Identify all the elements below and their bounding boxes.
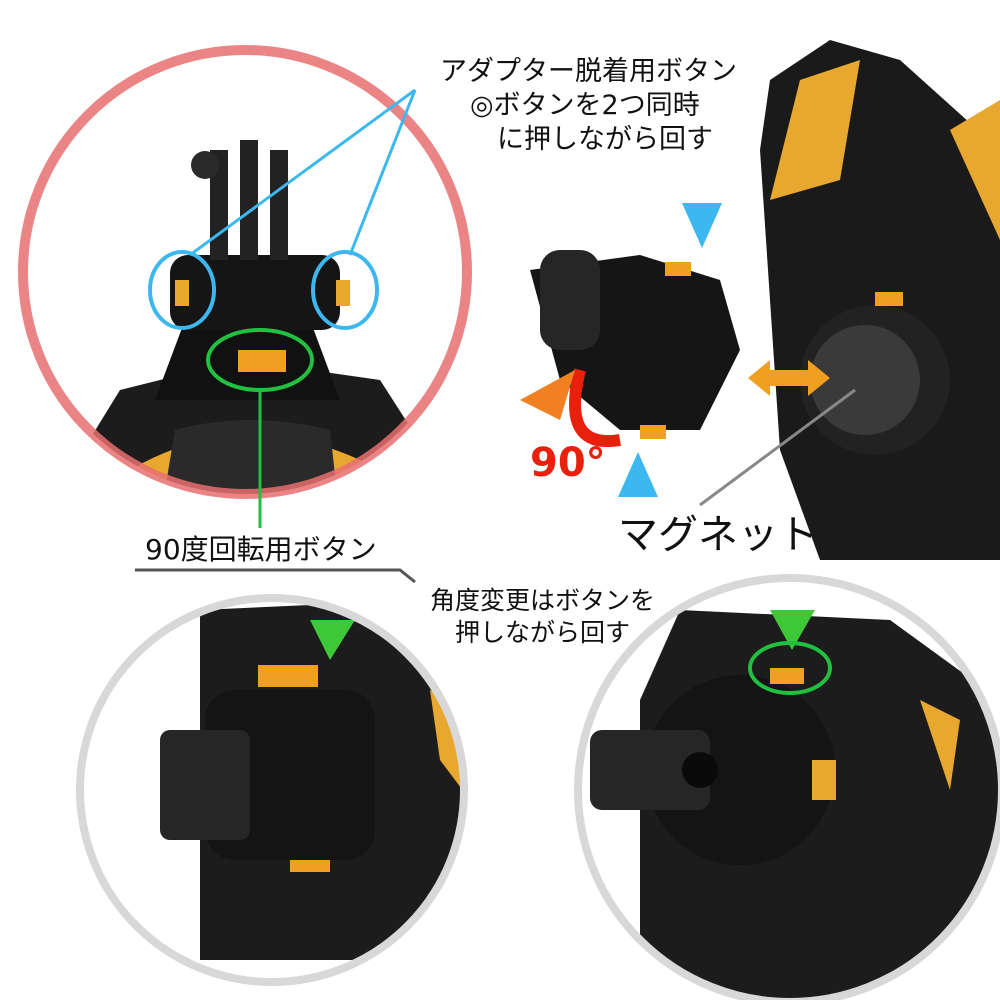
rotation-angle-label: 90° (530, 440, 606, 486)
adapter-button-label-line2: ◎ボタンを2つ同時 (470, 90, 700, 121)
harness-magnet-view (520, 40, 1000, 560)
adapter-button-label-line3: に押しながら回す (497, 124, 713, 155)
magnet-label: マグネット (618, 512, 818, 558)
red-ring (18, 45, 472, 499)
top-mount-closeup (18, 45, 472, 528)
right-button-highlight (311, 250, 379, 330)
bottom-left-closeup (76, 594, 468, 986)
angle-change-label-line2: 押しながら回す (455, 618, 631, 647)
rotate-button-label: 90度回転用ボタン (145, 533, 377, 566)
gray-ring-right (574, 574, 1000, 1000)
angle-button-highlight (748, 641, 832, 695)
bottom-right-closeup (574, 574, 1000, 1000)
gray-ring-left (76, 594, 468, 986)
left-button-highlight (148, 250, 216, 330)
angle-change-label-line1: 角度変更はボタンを (430, 586, 656, 615)
adapter-button-label-line1: アダプター脱着用ボタン (440, 56, 737, 87)
